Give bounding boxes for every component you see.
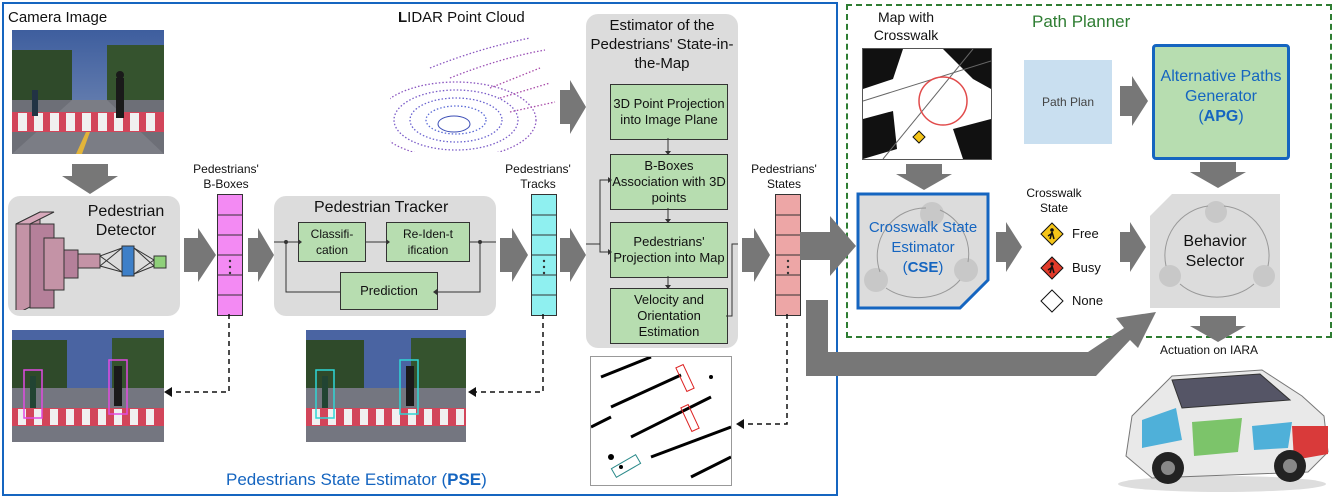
bboxes-label: Pedestrians' B-Boxes <box>193 162 259 191</box>
none-icon <box>1040 289 1064 313</box>
arrow-tracker-to-tracks <box>500 228 528 282</box>
arrow-estimator-to-states <box>742 228 770 282</box>
cnn-diagram-icon <box>15 211 167 310</box>
tracking-result-image <box>306 330 466 442</box>
none-label: None <box>1072 293 1104 308</box>
reidentification-box: Re-Iden-t ification <box>386 222 470 262</box>
camera-image-label: Camera Image <box>8 9 108 26</box>
arrow-map-to-cse <box>896 164 952 190</box>
cse-abbr: CSE <box>907 259 939 276</box>
free-label: Free <box>1072 226 1099 241</box>
point-projection-box: 3D Point Projection into Image Plane <box>610 84 728 140</box>
apg-abbr: APG <box>1203 108 1239 125</box>
prediction-box: Prediction <box>340 272 438 310</box>
states-label: Pedestrians' States <box>751 162 817 191</box>
pedestrian-detector-label: Pedestrian Detector <box>87 203 165 239</box>
free-icon <box>1040 222 1064 246</box>
velocity-estimation-box: Velocity and Orientation Estimation <box>610 288 728 344</box>
path-planner-frame <box>846 4 1332 338</box>
tracks-column <box>531 194 557 316</box>
tracks-label: Pedestrians' Tracks <box>505 162 571 191</box>
busy-label: Busy <box>1072 260 1101 275</box>
path-plan-box: Path Plan <box>1024 60 1112 144</box>
lidar-label: LIDAR Point Cloud <box>398 9 525 26</box>
arrow-states-to-cse <box>800 216 856 276</box>
cse-label: Crosswalk State Estimator <box>868 219 978 256</box>
detection-result-image <box>12 330 164 442</box>
arrow-states-to-behavior <box>806 300 1156 376</box>
arrow-tracks-to-estimator <box>560 228 586 282</box>
arrow-cse-to-state <box>996 222 1022 272</box>
bbox-association-box: B-Boxes Association with 3D points <box>610 154 728 210</box>
arrow-apg-to-behavior <box>1190 162 1246 188</box>
apg-box: Alternative Paths Generator (APG) <box>1152 44 1290 160</box>
states-column <box>775 194 801 316</box>
arrow-detector-to-bboxes <box>184 228 216 282</box>
arrow-bboxes-to-tracker <box>248 228 274 282</box>
dashed-arrow-tracks-to-image <box>468 314 544 397</box>
arrow-camera-to-detector <box>62 164 118 194</box>
pedestrian-tracker-label: Pedestrian Tracker <box>314 199 449 216</box>
cse-box: Crosswalk State Estimator (CSE) <box>856 192 990 310</box>
crosswalk-state-label: Crosswalk State <box>1026 186 1082 215</box>
behavior-selector-label: Behavior Selector <box>1183 233 1247 270</box>
behavior-selector-box: Behavior Selector <box>1148 192 1282 310</box>
tracker-loop-lines <box>274 239 496 295</box>
estimator-flow-lines <box>586 138 738 317</box>
arrow-behavior-to-actuation <box>1190 316 1246 342</box>
apg-label: Alternative Paths Generator <box>1160 68 1282 105</box>
actuation-label: Actuation on IARA <box>1160 343 1259 357</box>
arrow-pathplan-to-apg <box>1120 76 1148 126</box>
arrow-lidar-to-estimator <box>560 80 586 134</box>
lidar-point-cloud <box>390 37 556 152</box>
dashed-arrow-bboxes-to-image <box>164 314 230 397</box>
bboxes-column <box>217 194 243 316</box>
map-projection-image <box>590 356 732 486</box>
path-planner-label: Path Planner <box>1032 12 1131 31</box>
pse-caption: Pedestrians State Estimator (PSE) <box>226 470 487 489</box>
map-projection-box: Pedestrians' Projection into Map <box>610 222 728 278</box>
classification-box: Classifi-cation <box>298 222 366 262</box>
camera-image <box>12 30 164 154</box>
dashed-arrow-states-to-map <box>736 314 788 429</box>
state-in-map-estimator-title: Estimator of the Pedestrians' State-in-t… <box>590 17 734 72</box>
crosswalk-map-image <box>862 48 992 160</box>
iara-car-image <box>1118 369 1329 492</box>
arrow-state-to-behavior <box>1120 222 1146 272</box>
busy-icon <box>1040 256 1064 280</box>
